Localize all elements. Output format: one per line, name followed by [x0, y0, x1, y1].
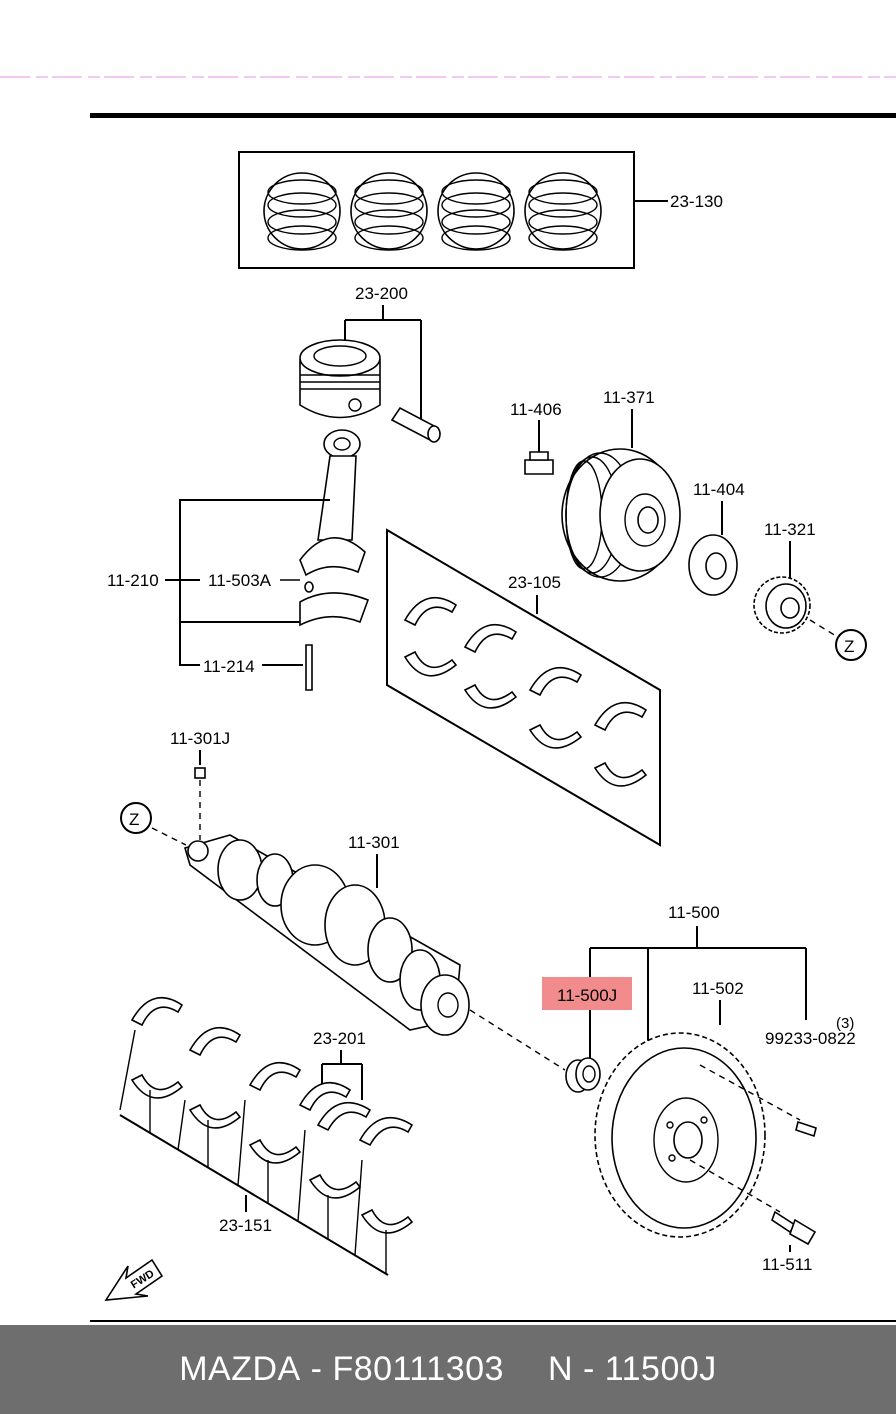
callout-23-200: 23-200: [355, 284, 408, 303]
callout-11-321: 11-321: [764, 520, 816, 539]
piston-assembly: 23-200: [299, 284, 441, 443]
connecting-rod: 11-210 11-503A 11-214: [107, 429, 370, 691]
callout-11-214: 11-214: [203, 657, 255, 676]
highlight-11-500j: [542, 977, 632, 1010]
brand-separator: -: [310, 1350, 323, 1388]
crankshaft-pulley: 11-371: [561, 388, 681, 582]
crankshaft: 11-301: [184, 833, 566, 1071]
callout-11-210: 11-210: [107, 571, 159, 590]
piston-ring-set: 23-130: [238, 151, 723, 269]
pulley-bolt: 11-406: [510, 400, 562, 475]
catalog-number: F80111303: [332, 1350, 504, 1388]
ref-mark-z-right: Z: [844, 637, 854, 656]
quantity-note: (3): [836, 1015, 854, 1032]
flywheel-group: 11-500 11-500J 11-502 (3) 99233-0822: [542, 903, 856, 1274]
callout-99233-0822: 99233-0822: [765, 1029, 856, 1048]
callout-11-502: 11-502: [692, 979, 744, 998]
parts-diagram: 23-130 23-200 11-210 11-503A 11-214: [0, 76, 896, 1322]
callout-11-500j: 11-500J: [557, 986, 617, 1005]
callout-23-151: 23-151: [219, 1216, 272, 1235]
callout-23-105: 23-105: [508, 573, 561, 592]
part-separator: -: [582, 1350, 595, 1388]
callout-11-301j: 11-301J: [170, 729, 230, 748]
part-number: 11500J: [604, 1350, 717, 1388]
callout-11-503a: 11-503A: [208, 571, 272, 590]
top-border: [90, 113, 896, 118]
pulley-washer: 11-404: [688, 480, 745, 596]
callout-11-406: 11-406: [510, 400, 562, 419]
forward-arrow-icon: FWD: [104, 1258, 164, 1301]
crank-key: 11-301J Z: [120, 729, 230, 846]
callout-11-301: 11-301: [348, 833, 400, 852]
callout-23-130: 23-130: [670, 192, 723, 211]
brand-name: MAZDA: [179, 1350, 301, 1388]
main-bearing-set: 23-105: [386, 528, 661, 847]
callout-11-511: 11-511: [762, 1255, 812, 1274]
callout-11-371: 11-371: [603, 388, 655, 407]
conrod-bearing-set: 23-201 23-151: [119, 996, 414, 1276]
ref-mark-z-left: Z: [129, 810, 139, 829]
footer-bar: MAZDA - F80111303 N - 11500J: [0, 1325, 896, 1414]
callout-11-404: 11-404: [693, 480, 745, 499]
part-prefix: N: [547, 1350, 574, 1388]
callout-11-500: 11-500: [668, 903, 720, 922]
callout-23-201: 23-201: [313, 1029, 366, 1048]
timing-sprocket: 11-321 Z: [753, 520, 867, 661]
